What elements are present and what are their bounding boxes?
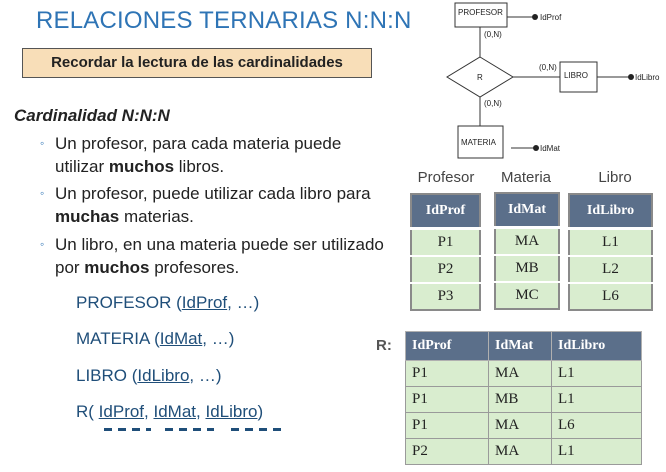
bullet-dot: ◦ [40, 237, 45, 251]
relation-materia: MATERIA (IdMat, …) [76, 329, 235, 348]
r-cell: L1 [551, 438, 642, 465]
reminder-box: Recordar la lectura de las cardinalidade… [22, 48, 372, 78]
fk-dash [104, 428, 112, 431]
fk-dash [259, 428, 267, 431]
r-cell: P1 [405, 360, 489, 387]
r-header: IdProf [405, 331, 489, 361]
attr-idmat-dot [533, 145, 539, 151]
bullet-dot: ◦ [40, 136, 45, 150]
relation-libro: LIBRO (IdLibro, …) [76, 366, 222, 385]
r-header: IdLibro [551, 331, 642, 361]
entity-profesor [454, 2, 508, 28]
bullet-text: Un libro, en una materia puede ser utili… [55, 235, 384, 277]
entity-libro [559, 61, 598, 93]
table-r: IdProf IdMat IdLibro P1 MA L1 P1 MB L1 P… [405, 331, 642, 465]
table-profesor: IdProf P1 P2 P3 [410, 193, 481, 311]
card-materia: (0,N) [484, 99, 502, 108]
relationship-r-label: R [477, 73, 483, 82]
table-cell: MA [495, 226, 559, 255]
table-header: IdProf [411, 194, 480, 230]
relationship-r [446, 56, 514, 98]
attr-idlibro-dot [628, 74, 634, 80]
fk-dash [179, 428, 187, 431]
header-profesor: Profesor [417, 169, 475, 186]
card-libro: (0,N) [539, 63, 557, 72]
r-cell: MA [488, 412, 552, 439]
entity-profesor-label: PROFESOR [458, 8, 503, 17]
r-header: IdMat [488, 331, 552, 361]
entity-materia-label: MATERIA [461, 138, 497, 147]
r-cell: MA [488, 438, 552, 465]
table-header: IdLibro [569, 194, 652, 230]
bullet-dot: ◦ [40, 186, 45, 200]
table-cell: L1 [569, 227, 652, 256]
table-cell: P2 [411, 255, 480, 283]
r-cell: L1 [551, 386, 642, 413]
attr-idmat: IdMat [540, 144, 561, 153]
er-diagram: PROFESOR LIBRO MATERIA R IdProf IdLibro … [446, 2, 660, 159]
subheading: Cardinalidad N:N:N [14, 106, 170, 125]
table-row: P1 MA L1 [405, 360, 642, 387]
fk-dash [231, 428, 239, 431]
table-row: P1 MB L1 [405, 386, 642, 413]
header-libro: Libro [598, 169, 632, 186]
attr-idlibro: IdLibro [635, 73, 660, 82]
r-cell: MA [488, 360, 552, 387]
r-label: R: [376, 337, 392, 354]
attr-idprof-dot [532, 14, 538, 20]
fk-dash [193, 428, 201, 431]
fk-dash [207, 428, 214, 431]
fk-dash [273, 428, 281, 431]
entity-libro-label: LIBRO [564, 71, 588, 80]
header-materia: Materia [500, 169, 552, 186]
r-cell: P1 [405, 386, 489, 413]
relation-r: R( IdProf, IdMat, IdLibro) [76, 402, 264, 421]
table-cell: P1 [411, 227, 480, 256]
r-cell: L6 [551, 412, 642, 439]
table-row: P2 MA L1 [405, 438, 642, 465]
r-cell: L1 [551, 360, 642, 387]
fk-dash [165, 428, 173, 431]
fk-dash [245, 428, 253, 431]
table-row: P1 MA L6 [405, 412, 642, 439]
fk-dash [118, 428, 126, 431]
table-libro: IdLibro L1 L2 L6 [568, 193, 653, 311]
table-cell: L2 [569, 255, 652, 283]
table-cell: MB [495, 254, 559, 282]
table-cell: MC [495, 281, 559, 309]
fk-dash [132, 428, 140, 431]
card-profesor: (0,N) [484, 30, 502, 39]
page-title: RELACIONES TERNARIAS N:N:N [36, 7, 412, 34]
attr-idprof: IdProf [540, 13, 562, 22]
table-materia: IdMat MA MB MC [494, 192, 560, 310]
bullet-text: Un profesor, puede utilizar cada libro p… [55, 184, 371, 226]
r-cell: P2 [405, 438, 489, 465]
r-cell: MB [488, 386, 552, 413]
relation-profesor: PROFESOR (IdProf, …) [76, 293, 260, 312]
entity-materia [457, 125, 504, 159]
r-cell: P1 [405, 412, 489, 439]
table-cell: L6 [569, 282, 652, 310]
table-cell: P3 [411, 282, 480, 310]
table-header: IdMat [495, 193, 559, 229]
bullet-text: Un profesor, para cada materia puede uti… [55, 134, 342, 176]
fk-dash [146, 428, 151, 431]
